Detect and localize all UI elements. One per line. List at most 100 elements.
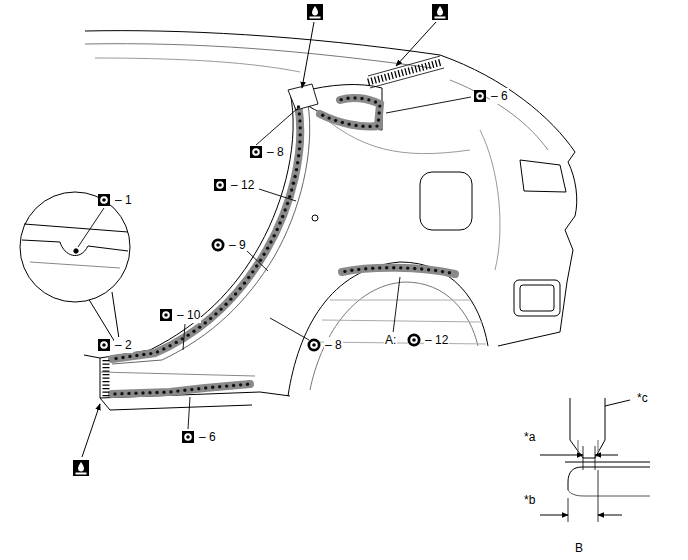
weld-dot xyxy=(113,392,116,395)
leader-line xyxy=(386,97,471,113)
symbol-ring xyxy=(476,92,484,100)
leader-line xyxy=(188,397,190,429)
weld-dot xyxy=(162,391,165,394)
callout-number: – 8 xyxy=(266,144,285,160)
weld-dot xyxy=(406,266,409,269)
bumper-opening xyxy=(520,285,554,311)
rear-line xyxy=(480,130,500,270)
leader-arrow xyxy=(82,404,100,457)
weld-dot xyxy=(211,386,214,389)
spot-weld-symbol xyxy=(160,309,172,321)
weld-dot-row xyxy=(113,383,249,396)
weld-dot xyxy=(392,266,395,269)
weld-dot xyxy=(275,228,278,231)
weld-band xyxy=(112,384,250,394)
weld-dot xyxy=(385,266,388,269)
weld-dot xyxy=(181,337,184,340)
wheel-house xyxy=(318,300,486,344)
weld-dot xyxy=(269,240,272,243)
weld-dot xyxy=(288,195,291,198)
symbol-frame xyxy=(308,339,321,352)
weld-band xyxy=(320,98,380,127)
rocker xyxy=(100,398,252,410)
symbol-dot xyxy=(254,150,258,154)
dimension-line xyxy=(540,515,568,516)
symbol-dot xyxy=(164,313,168,317)
weld-dot xyxy=(293,175,296,178)
weld-dot xyxy=(259,258,262,261)
weld-dot xyxy=(354,124,357,127)
leader-arrow xyxy=(396,22,436,66)
weld-dot xyxy=(321,114,324,117)
weld-dot xyxy=(225,384,228,387)
symbol-frame xyxy=(250,146,262,158)
weld-band xyxy=(112,104,300,359)
inset-line xyxy=(24,224,128,232)
weld-dot xyxy=(298,140,301,143)
symbol-dot xyxy=(312,343,316,347)
callout-number: – 9 xyxy=(228,237,247,253)
weld-dot xyxy=(353,96,356,99)
leader-line xyxy=(256,108,298,145)
spot-weld-symbol xyxy=(98,339,110,351)
symbol-dot xyxy=(218,183,222,187)
weld-dot xyxy=(192,330,195,333)
sealer-icon xyxy=(432,4,448,20)
weld-dot xyxy=(183,389,186,392)
weld-dot xyxy=(204,386,207,389)
weld-dot xyxy=(209,317,212,320)
weld-dot xyxy=(232,384,235,387)
weld-dot xyxy=(114,357,117,360)
callout-number: – 6 xyxy=(490,88,509,104)
weld-dot xyxy=(374,100,377,103)
weld-dot xyxy=(299,133,302,136)
dimension-label: *c xyxy=(636,390,649,406)
weld-dot-row xyxy=(343,266,451,274)
symbol-frame xyxy=(182,431,194,443)
weld-dot xyxy=(378,104,381,107)
weld-dot xyxy=(350,269,353,272)
symbol-ring xyxy=(100,341,108,349)
weld-dot xyxy=(266,246,269,249)
dimension-label: *b xyxy=(523,492,536,508)
hole xyxy=(312,215,318,221)
electrode xyxy=(570,398,605,458)
sealer-icons xyxy=(73,4,448,476)
callout-number: – 10 xyxy=(176,307,201,323)
weld-dot xyxy=(297,154,300,157)
symbol-ring xyxy=(100,196,108,204)
inset-weld xyxy=(74,249,78,253)
weld-dot xyxy=(434,269,437,272)
weld-dot xyxy=(149,352,152,355)
panel-edge xyxy=(565,462,650,463)
spot-weld-symbol xyxy=(98,194,110,206)
weld-dot xyxy=(420,267,423,270)
weld-dot xyxy=(298,147,301,150)
symbol-ring xyxy=(184,433,192,441)
leader-arrow xyxy=(302,22,314,88)
symbol-ring xyxy=(162,311,170,319)
weld-dot xyxy=(295,168,298,171)
weld-detail xyxy=(540,398,650,522)
tail-lamp xyxy=(520,160,566,192)
inset-line xyxy=(30,262,120,268)
weld-dot xyxy=(229,297,232,300)
weld-dot xyxy=(298,119,301,122)
dimension-label: B xyxy=(574,540,584,556)
callout-number: – 12 xyxy=(230,177,255,193)
sealer-bands xyxy=(106,56,444,398)
weld-dot xyxy=(413,267,416,270)
weld-dot xyxy=(234,292,237,295)
weld-dot xyxy=(361,125,364,128)
weld-dot xyxy=(255,264,258,267)
symbol-dot xyxy=(478,94,482,98)
weld-dot xyxy=(176,389,179,392)
callout-number: – 8 xyxy=(324,337,343,353)
weld-dot xyxy=(347,123,350,126)
callout-number: – 6 xyxy=(198,429,217,445)
fuel-door xyxy=(420,172,472,230)
weld-dot-row xyxy=(321,96,382,128)
weld-dot xyxy=(168,344,171,347)
weld-dot xyxy=(334,119,337,122)
